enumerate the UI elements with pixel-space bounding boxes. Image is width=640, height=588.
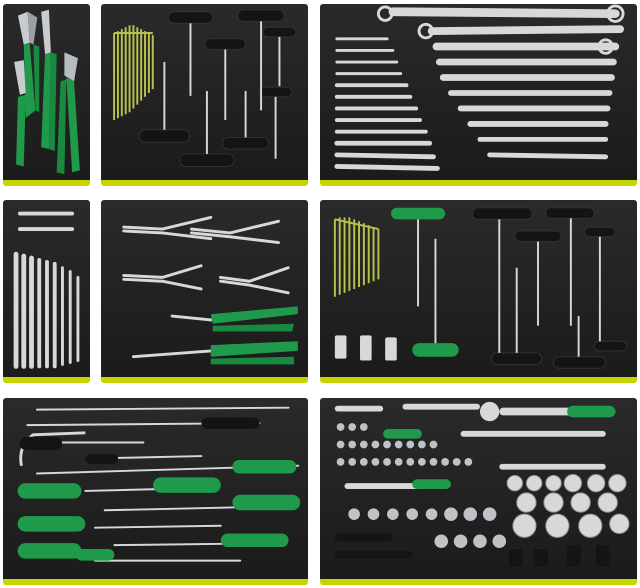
tbar-socket-tray xyxy=(320,200,637,383)
screwdriver-icon xyxy=(17,406,301,562)
pliers-icon xyxy=(14,9,80,175)
socket-ratchet-tray xyxy=(320,398,637,585)
circlip-pliers-icon xyxy=(122,215,298,365)
t-handle-hex-key-icon xyxy=(113,9,297,167)
t-handle-socket-icon xyxy=(333,207,628,369)
socket-ratchet-icon xyxy=(334,401,630,567)
tbar-allen-tray xyxy=(101,4,308,186)
pliers-tray xyxy=(3,4,90,186)
screwdriver-tray xyxy=(3,398,308,585)
combination-wrench-tray xyxy=(320,4,637,186)
combination-wrench-icon xyxy=(334,4,625,171)
open-end-wrench-icon xyxy=(13,211,80,369)
small-wrench-tray xyxy=(3,200,90,383)
circlip-pliers-tray xyxy=(101,200,308,383)
